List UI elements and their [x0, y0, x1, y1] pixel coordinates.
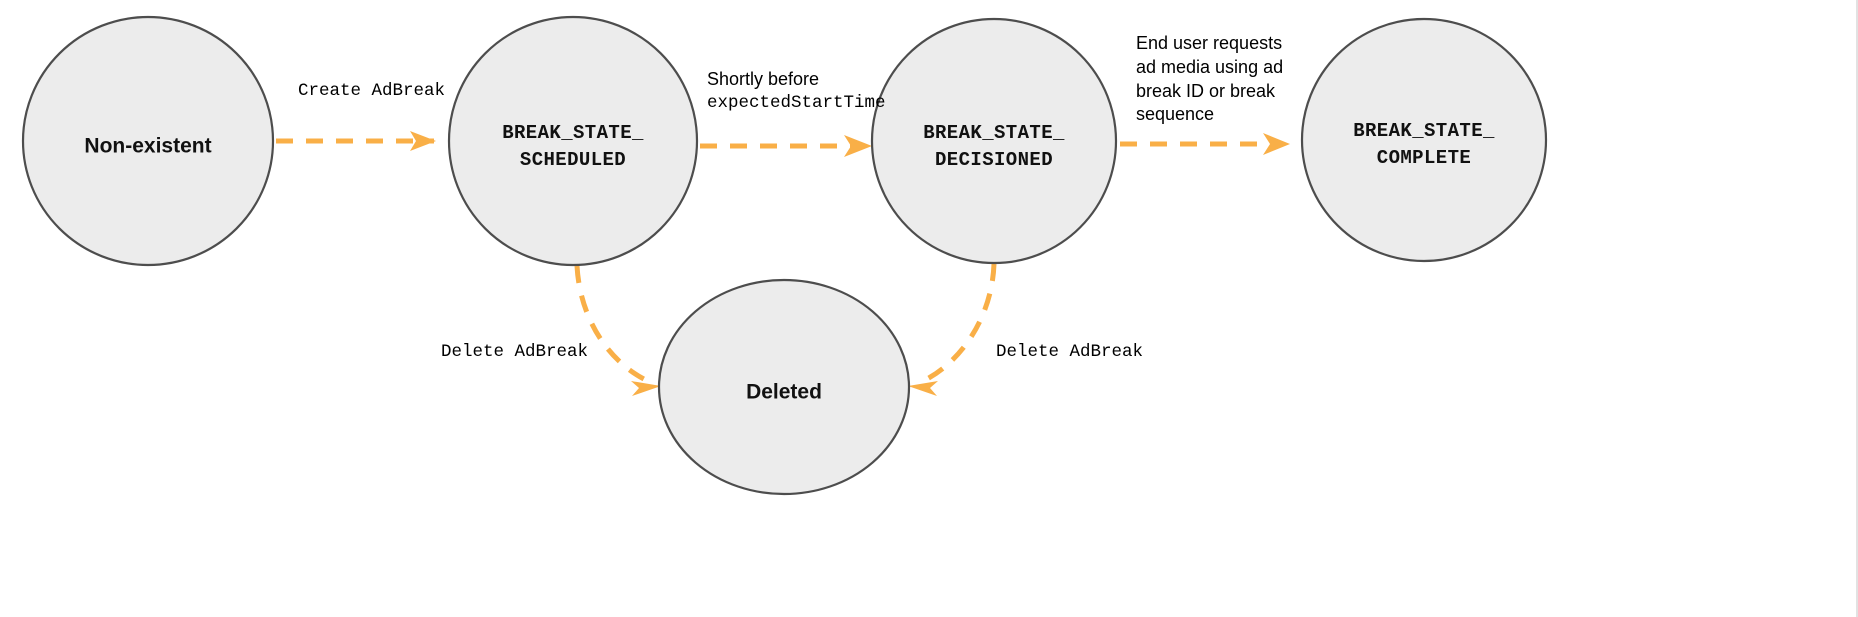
node-shape — [447, 15, 699, 267]
edge-label-line: End user requests — [1136, 33, 1283, 53]
node-deleted[interactable]: Deleted — [657, 278, 911, 496]
edge-shortly-before-expected-start-time — [700, 135, 872, 157]
edge-label-line: sequence — [1136, 104, 1215, 125]
arrowhead-icon — [908, 381, 938, 396]
node-label-non-existent: Non-existent — [84, 135, 211, 158]
edge-label-line: ad media using ad — [1136, 56, 1284, 77]
edge-label-create-adbreak: Create AdBreak — [298, 80, 445, 103]
edge-end-user-requests-ad-media — [1120, 133, 1290, 155]
node-label-break-state-scheduled-line1: BREAK_STATE_ — [502, 122, 644, 144]
arrowhead-icon — [631, 381, 661, 396]
node-label-break-state-complete-line2: COMPLETE — [1377, 147, 1471, 169]
edge-label-line: Shortly before — [707, 69, 820, 89]
node-label-deleted: Deleted — [746, 381, 822, 404]
node-shape — [870, 17, 1118, 265]
edge-create-adbreak — [276, 131, 436, 151]
node-shape — [21, 15, 275, 267]
edge-line — [919, 263, 997, 385]
edge-delete-adbreak-scheduled — [574, 265, 661, 396]
edge-label-shortly-before-expected-start-time: Shortly before expectedStartTime — [707, 68, 886, 115]
node-non-existent[interactable]: Non-existent — [21, 15, 275, 267]
edge-line — [574, 265, 652, 385]
arrowhead-icon — [410, 131, 436, 151]
edge-label-delete-adbreak-decisioned: Delete AdBreak — [996, 341, 1143, 364]
edge-label-delete-adbreak-scheduled: Delete AdBreak — [441, 341, 588, 364]
node-label-break-state-decisioned-line2: DECISIONED — [935, 149, 1053, 171]
edge-label-line: Delete AdBreak — [996, 342, 1144, 362]
arrowhead-icon — [844, 135, 872, 157]
node-break-state-decisioned[interactable]: BREAK_STATE_ DECISIONED — [870, 17, 1118, 265]
node-label-break-state-decisioned-line1: BREAK_STATE_ — [923, 122, 1065, 144]
node-label-break-state-complete-line1: BREAK_STATE_ — [1353, 120, 1495, 142]
canvas-right-border — [1856, 0, 1858, 617]
edge-label-line: break ID or break — [1136, 80, 1276, 101]
node-label-break-state-scheduled-line2: SCHEDULED — [520, 149, 626, 171]
arrowhead-icon — [1263, 133, 1290, 155]
edge-label-end-user-requests-ad-media: End user requests ad media using ad brea… — [1136, 32, 1283, 127]
edge-delete-adbreak-decisioned — [908, 263, 997, 396]
edge-label-line: Delete AdBreak — [441, 342, 589, 362]
edge-label-line: expectedStartTime — [707, 92, 886, 113]
node-shape — [1300, 17, 1548, 263]
edge-label-line: Create AdBreak — [298, 81, 446, 101]
node-shape — [657, 278, 911, 496]
node-break-state-complete[interactable]: BREAK_STATE_ COMPLETE — [1300, 17, 1548, 263]
node-break-state-scheduled[interactable]: BREAK_STATE_ SCHEDULED — [447, 15, 699, 267]
